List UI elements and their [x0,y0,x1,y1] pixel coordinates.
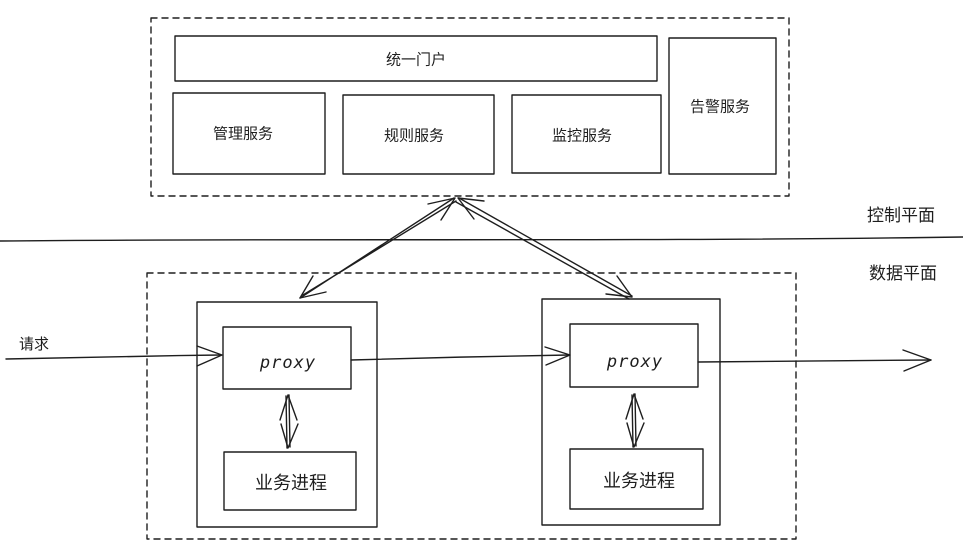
control-proxy-2-head-top [457,197,485,220]
proxy-1-box [222,326,352,390]
proxy-business-1-head-bottom [280,423,299,449]
portal-box [174,35,658,82]
control-plane-boundary [150,17,790,197]
alerting-service-box [668,37,777,175]
request-arrow [5,354,222,360]
rules-service-box [342,94,495,175]
rules-service-label: 规则服务 [383,126,445,145]
node-2-container [541,298,721,526]
control-plane-label: 控制平面 [867,206,935,226]
outgoing-arrow [697,359,932,363]
business-process-1-label: 业务进程 [255,473,327,494]
control-proxy-1-head-bottom [299,275,327,299]
business-process-2-box [569,448,704,510]
data-plane-label: 数据平面 [869,264,937,284]
control-proxy-1-head-top [427,197,456,221]
proxy-business-1-link [285,394,291,449]
management-service-box [172,92,326,175]
proxy-to-proxy-arrow-head [544,346,571,366]
alerting-service-label: 告警服务 [689,97,751,116]
proxy-to-proxy-arrow [350,354,570,361]
monitoring-service-box [511,94,662,174]
proxy-business-2-head-bottom [626,422,645,448]
request-label: 请求 [19,335,50,353]
request-arrow-head [196,345,223,367]
proxy-business-2-head-top [625,393,644,420]
control-proxy-2-link [455,197,633,300]
node-1-container [196,301,378,528]
control-proxy-1-link [299,197,457,299]
plane-divider-line [0,236,963,242]
portal-label: 统一门户 [385,50,447,69]
management-service-label: 管理服务 [212,124,274,143]
proxy-1-label: proxy [259,353,317,373]
proxy-2-label: proxy [606,352,664,372]
outgoing-arrow-head [902,349,932,372]
business-process-2-label: 业务进程 [603,471,675,492]
proxy-business-2-link [631,393,637,448]
business-process-1-box [223,451,357,511]
monitoring-service-label: 监控服务 [551,126,613,145]
data-plane-boundary [146,272,797,540]
control-proxy-2-head-bottom [605,275,633,298]
proxy-business-1-head-top [279,394,298,421]
